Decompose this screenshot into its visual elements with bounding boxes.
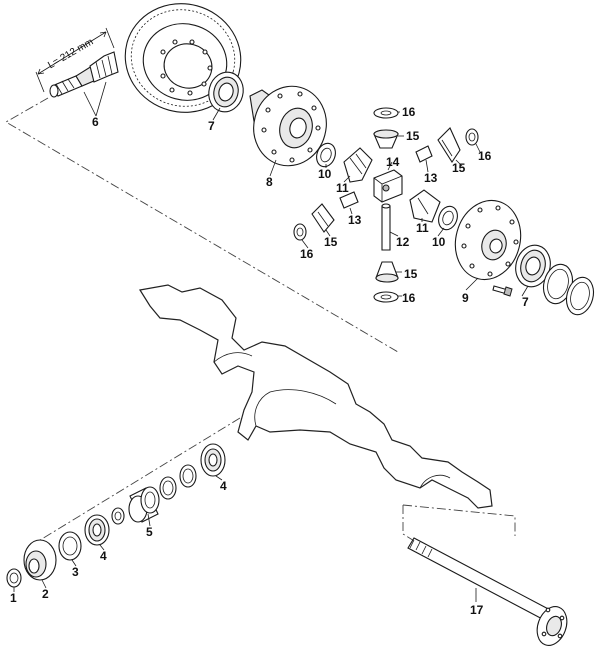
inner-bearing (200, 443, 226, 477)
callout-9: 9 (462, 291, 469, 305)
callout-2: 2 (42, 587, 49, 601)
spacer-sleeve (128, 486, 160, 523)
left-pinion-gear (311, 203, 335, 233)
callout-13-left: 13 (348, 213, 362, 227)
callout-15-left: 15 (324, 235, 338, 249)
nut (6, 568, 22, 588)
cover-bolt (492, 285, 513, 297)
callout-10-left: 10 (318, 167, 332, 181)
callout-13-right: 13 (424, 171, 438, 185)
shim-ring-right (565, 276, 595, 316)
differential-cover (454, 199, 522, 281)
thrust-washer-right (438, 205, 458, 231)
bottom-washer (373, 291, 399, 303)
callout-6: 6 (92, 115, 99, 129)
callout-10-right: 10 (432, 235, 446, 249)
outer-bearing (84, 514, 110, 546)
callout-15-top: 15 (406, 129, 420, 143)
callout-16-top: 16 (402, 105, 416, 119)
top-pinion-gear (373, 129, 399, 149)
top-washer (373, 107, 399, 119)
bearing-top-left (208, 71, 244, 113)
side-gear-left (343, 147, 373, 183)
inner-ring-a (159, 476, 177, 500)
side-gear-right (409, 189, 441, 223)
callouts: 1 2 3 4 5 4 6 7 8 10 11 16 15 14 15 16 1… (10, 105, 529, 617)
callout-11-left: 11 (336, 181, 349, 195)
small-washer (111, 507, 125, 525)
drive-pinion (49, 51, 119, 98)
pin-upper-right (415, 145, 433, 163)
callout-1: 1 (10, 591, 17, 605)
callout-17: 17 (470, 603, 484, 617)
leader-lines (13, 81, 529, 602)
callout-16-right: 16 (478, 149, 492, 163)
seal (58, 531, 82, 561)
callout-14: 14 (386, 155, 400, 169)
right-pinion-gear (437, 127, 461, 164)
callout-4-upper: 4 (220, 479, 227, 493)
callout-5: 5 (146, 525, 153, 539)
pin-left (339, 191, 359, 209)
callout-8: 8 (266, 175, 273, 189)
bearing-race-right (542, 263, 574, 305)
callout-15-right: 15 (452, 161, 466, 175)
callout-3: 3 (72, 565, 79, 579)
axle-shaft (407, 537, 568, 646)
callout-16-bottom: 16 (402, 291, 416, 305)
cross-block (373, 169, 403, 203)
long-cross-pin (381, 203, 391, 251)
differential-case (249, 85, 327, 167)
callout-4-lower: 4 (100, 549, 107, 563)
flange (23, 539, 57, 581)
inner-ring-b (179, 464, 197, 488)
callout-16-left: 16 (300, 247, 314, 261)
callout-7-top: 7 (208, 119, 215, 133)
thrust-washer-left (316, 142, 336, 168)
callout-15-bottom: 15 (404, 267, 418, 281)
callout-11-right: 11 (416, 221, 429, 235)
bottom-pinion-gear (375, 261, 399, 283)
axle-housing (139, 284, 493, 509)
callout-7-right: 7 (522, 295, 529, 309)
callout-12: 12 (396, 235, 410, 249)
left-washer (293, 223, 307, 241)
bearing-right (515, 244, 551, 288)
right-washer (465, 128, 479, 146)
pinion-length-label: L= 212 mm (46, 36, 95, 71)
